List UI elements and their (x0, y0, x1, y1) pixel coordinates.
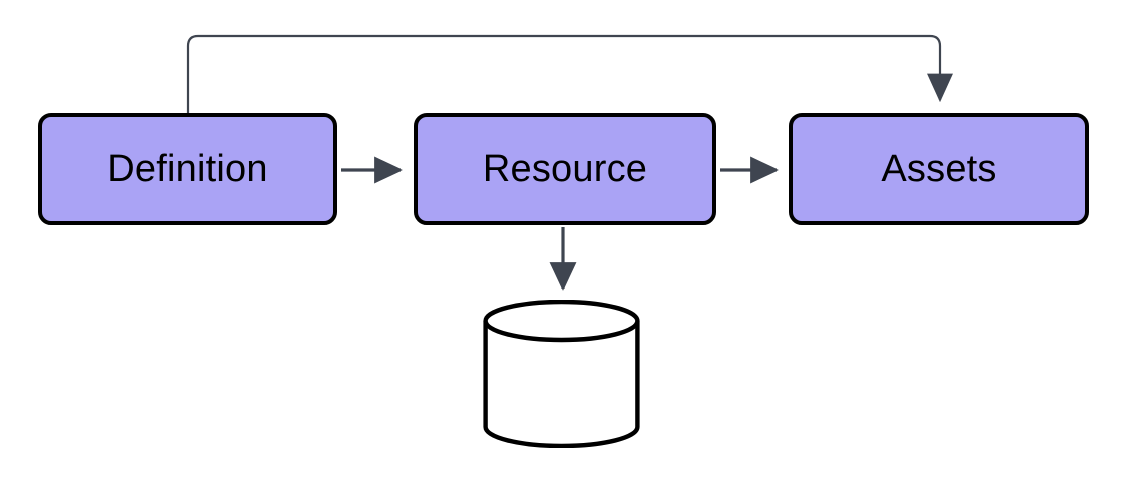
edge-definition-to-assets-feedback (186, 34, 953, 113)
node-assets-label: Assets (881, 148, 997, 190)
node-resource-label: Resource (482, 148, 648, 190)
node-datastore-cylinder[interactable] (483, 300, 640, 448)
node-assets[interactable]: Assets (789, 113, 1089, 225)
node-resource[interactable]: Resource (414, 113, 716, 225)
node-definition[interactable]: Definition (38, 113, 337, 225)
node-definition-label: Definition (107, 148, 268, 190)
database-icon (483, 300, 640, 448)
